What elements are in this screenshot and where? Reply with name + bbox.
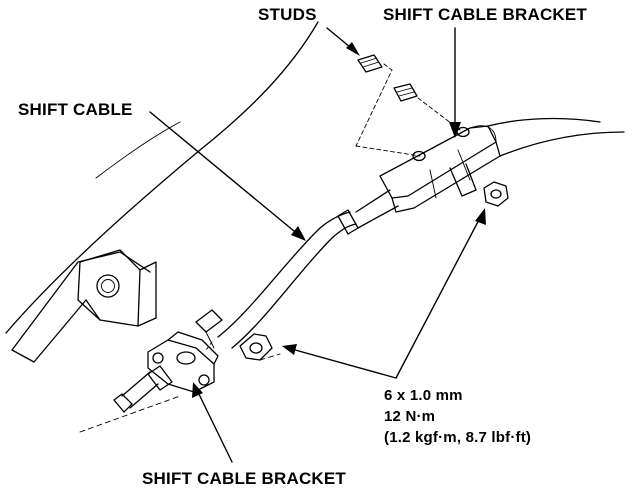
stud-2 (393, 83, 418, 102)
stud-1 (357, 54, 383, 73)
cable-end-rod-bottom (129, 383, 159, 409)
torque-alt-text: (1.2 kgf·m, 8.7 lbf·ft) (384, 429, 532, 446)
cable-exit-upper (487, 117, 601, 127)
stud-guide-2 (355, 145, 421, 157)
leader-spec-to-lower-nut (287, 347, 397, 379)
arrowhead-bracket-bottom (192, 382, 203, 398)
arrowhead-studs (346, 42, 360, 56)
arrowhead-lower-nut (282, 344, 297, 355)
shift-cable-bracket-bottom-label: SHIFT CABLE BRACKET (142, 469, 347, 488)
arrowhead-upper-nut (475, 208, 486, 225)
bolt-lower-upper (195, 309, 223, 351)
arrowhead-bracket-top (449, 122, 461, 138)
cable-end-nut (113, 393, 133, 413)
cable-to-bracket-top (355, 189, 391, 213)
shift-cable-label: SHIFT CABLE (18, 100, 133, 119)
shift-cable-upper-line (217, 211, 351, 338)
cable-to-bracket-bottom (357, 205, 399, 229)
mount-bracket (11, 249, 157, 363)
bolt-size-text: 6 x 1.0 mm (384, 387, 463, 404)
upper-bracket (379, 125, 501, 213)
housing-inner-contour (95, 121, 181, 179)
flange-nut-right (483, 181, 509, 207)
ref-line-mid (259, 353, 281, 361)
leader-spec-to-upper-nut (395, 213, 483, 379)
leader-bracket-bottom (195, 387, 233, 463)
arrowhead-shift-cable (291, 226, 306, 241)
ref-line-left (79, 395, 181, 433)
shift-cable-lower-line (231, 223, 357, 349)
leader-shift-cable (149, 111, 301, 237)
stud-guide-1 (355, 63, 393, 147)
shift-cable-bracket-top-label: SHIFT CABLE BRACKET (383, 5, 588, 24)
torque-spec-block: 6 x 1.0 mm 12 N·m (1.2 kgf·m, 8.7 lbf·ft… (384, 385, 531, 448)
transmission-housing-outline (5, 21, 319, 334)
lower-bracket (147, 331, 219, 393)
studs-label: STUDS (258, 5, 317, 24)
cable-exit-lower (499, 131, 625, 157)
cable-end-piece (147, 365, 173, 391)
flange-nut-lower (239, 333, 273, 361)
torque-nm-text: 12 N·m (384, 408, 436, 425)
cable-end-rod-top (121, 371, 151, 397)
